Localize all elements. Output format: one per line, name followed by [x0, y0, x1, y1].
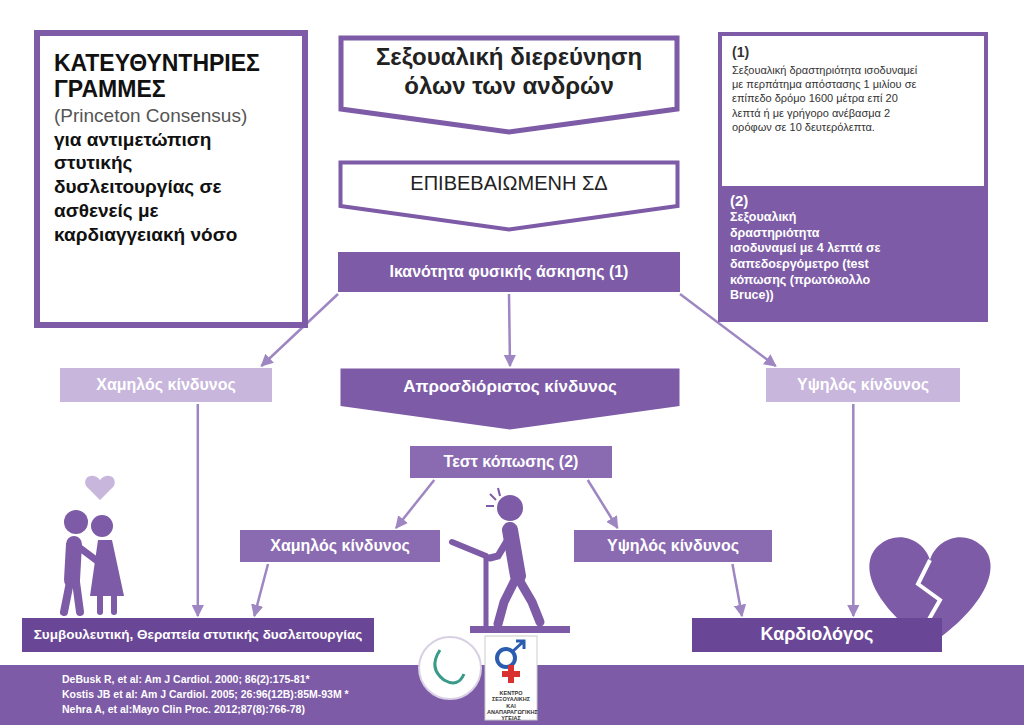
figure-body — [490, 530, 540, 624]
node-content: ΕΠΙΒΕΒΑΙΩΜΕΝΗ ΣΔ — [338, 160, 680, 206]
footer-band — [0, 665, 1024, 725]
treadmill-rail — [452, 542, 486, 556]
title-box: ΚΑΤΕΥΘΥΝΤΗΡΙΕΣ ΓΡΑΜΜΕΣ(Princeton Consens… — [34, 30, 308, 328]
connector-arrow — [254, 564, 268, 616]
connector-arrow — [197, 404, 200, 616]
node-content: Χαμηλός κίνδυνος — [240, 530, 440, 562]
treadmill — [452, 542, 486, 628]
node-text: Σεξουαλική διερεύνηση όλων των ανδρών — [359, 43, 659, 101]
start-chevron: Σεξουαλική διερεύνηση όλων των ανδρών — [338, 35, 680, 135]
treadmill-belt — [470, 626, 570, 633]
logo-institute — [419, 637, 481, 699]
reference: Nehra A, et al:Mayo Clin Proc. 2012;87(8… — [62, 703, 422, 715]
figure-head — [91, 515, 113, 537]
risk-box: Υψηλός κίνδυνος — [574, 530, 772, 562]
node-content: Συμβουλευτική, Θεραπεία στυτικής δυσλειτ… — [22, 618, 374, 652]
risk-box: Χαμηλός κίνδυνος — [60, 368, 272, 402]
logo-mark — [435, 650, 464, 683]
logo-cross — [508, 665, 514, 683]
node-text: Απροσδιόριστος κίνδυνος — [403, 377, 617, 397]
figure-torso — [72, 544, 74, 580]
node-text: Χαμηλός κίνδυνος — [270, 536, 410, 555]
figure-arm — [490, 536, 510, 558]
node-content: Χαμηλός κίνδυνος — [60, 368, 272, 402]
node-content: Υψηλός κίνδυνος — [766, 368, 960, 402]
figure-leg — [498, 578, 516, 624]
treadmill-figure — [452, 488, 570, 633]
strain-mark — [498, 488, 500, 496]
node-text: Υψηλός κίνδυνος — [797, 375, 929, 394]
connector-arrow — [396, 480, 434, 528]
node-content: Απροσδιόριστος κίνδυνος — [340, 368, 680, 406]
strain-marks — [486, 488, 500, 506]
figure-legs — [100, 596, 114, 612]
node-heading: (1) — [732, 44, 749, 61]
node-text: για αντιμετώπιση στυτικής δυσλειτουργίας… — [54, 128, 269, 247]
figure-head — [497, 495, 523, 521]
chevron-outline — [338, 160, 680, 232]
node-content: (1) Σεξουαλική δραστηριότητα ισοδυναμεί μ… — [722, 36, 984, 186]
node-text: Σεξουαλική δραστηριότητα ισοδυναμεί με π… — [732, 63, 920, 134]
node-text: Συμβουλευτική, Θεραπεία στυτικής δυσλειτ… — [34, 627, 363, 643]
strain-mark — [486, 505, 494, 507]
outcome-box: Καρδιολόγος — [692, 618, 942, 652]
node-heading: (2) — [730, 192, 748, 210]
strain-mark — [490, 494, 496, 500]
process-bar: Ικανότητα φυσικής άσκησης (1) — [338, 252, 680, 292]
outcome-box: Συμβουλευτική, Θεραπεία στυτικής δυσλειτ… — [22, 618, 374, 652]
node-text: (Princeton Consensus) — [54, 105, 247, 128]
confirmed-chevron: ΕΠΙΒΕΒΑΙΩΜΕΝΗ ΣΔ — [338, 160, 680, 232]
figure-dress — [90, 540, 124, 596]
figure-leg — [76, 582, 80, 612]
node-content: Υψηλός κίνδυνος — [574, 530, 772, 562]
node-text: Καρδιολόγος — [761, 624, 874, 646]
node-heading: ΚΑΤΕΥΘΥΝΤΗΡΙΕΣ ΓΡΑΜΜΕΣ — [54, 50, 284, 103]
node-text: Σεξουαλική δραστηριότητα ισοδυναμεί με 4… — [730, 210, 885, 304]
info-panel: (2)Σεξουαλική δραστηριότητα ισοδυναμεί μ… — [718, 32, 988, 322]
node-content: ΚΑΤΕΥΘΥΝΤΗΡΙΕΣ ΓΡΑΜΜΕΣ(Princeton Consens… — [40, 36, 302, 322]
couple-figure — [64, 476, 124, 612]
connector-arrow — [732, 564, 742, 616]
node-text: Ικανότητα φυσικής άσκησης (1) — [390, 262, 629, 281]
figure-leg — [111, 596, 117, 612]
treadmill-post — [484, 556, 489, 628]
node-text: Χαμηλός κίνδυνος — [96, 375, 236, 394]
chevron-shape — [341, 369, 680, 430]
node-text: Υψηλός κίνδυνος — [607, 536, 739, 555]
node-content: Σεξουαλική διερεύνηση όλων των ανδρών — [338, 35, 680, 109]
reference: DeBusk R, et al: Am J Cardiol. 2000; 86(… — [62, 673, 422, 685]
node-content: Καρδιολόγος — [692, 618, 942, 652]
reference: Kostis JB et al: Am J Cardiol. 2005; 26:… — [62, 688, 422, 700]
connector-arrow — [509, 294, 510, 366]
connector-arrow — [852, 404, 855, 616]
logo-male-arrow — [512, 641, 524, 652]
node-text: Τεστ κόπωσης (2) — [444, 452, 579, 471]
risk-box: Υψηλός κίνδυνος — [766, 368, 960, 402]
chevron-shape — [341, 38, 677, 132]
risk-chevron: Απροσδιόριστος κίνδυνος — [340, 368, 680, 430]
chevron-shape — [341, 163, 678, 230]
logo-text: ΚΕΝΤΡΟ ΣΕΞΟΥΑΛΙΚΗΣ ΚΑΙ ΑΝΑΠΑΡΑΓΩΓΙΚΗΣ ΥΓ… — [487, 690, 535, 722]
small-heart — [85, 476, 115, 500]
figure-head — [64, 510, 88, 534]
figure-leg — [518, 578, 540, 622]
figure-leg — [97, 596, 103, 612]
connector-arrow — [588, 480, 618, 528]
node-content: Τεστ κόπωσης (2) — [410, 446, 612, 478]
figure-leg — [64, 582, 70, 612]
node-content: Ικανότητα φυσικής άσκησης (1) — [338, 252, 680, 292]
logo-circle — [419, 637, 481, 699]
process-box: Τεστ κόπωσης (2) — [410, 446, 612, 478]
info-box: (1) Σεξουαλική δραστηριότητα ισοδυναμεί μ… — [722, 36, 984, 186]
risk-box: Χαμηλός κίνδυνος — [240, 530, 440, 562]
node-text: ΕΠΙΒΕΒΑΙΩΜΕΝΗ ΣΔ — [410, 171, 607, 195]
